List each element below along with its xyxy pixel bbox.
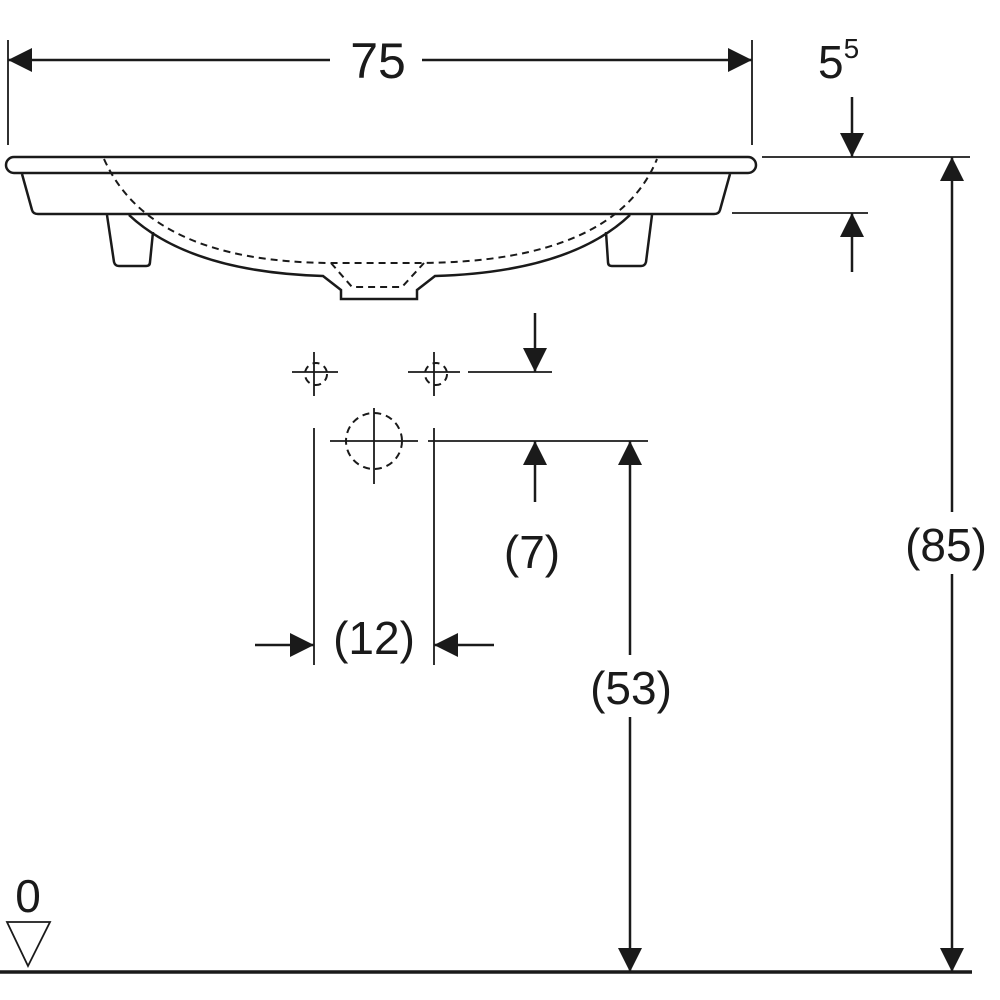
floor-reference: 0 xyxy=(0,870,972,974)
tap-hole-right xyxy=(408,352,460,396)
drain-height-label: (53) xyxy=(590,662,672,714)
tap-hole-left xyxy=(292,352,338,396)
total-height-dimension: (85) xyxy=(895,157,1000,972)
tap-hole-markers: (7) xyxy=(292,313,648,578)
floor-level-triangle-icon xyxy=(5,921,52,969)
tap-spacing-dimension: (12) xyxy=(255,428,494,665)
rim-label: 55 xyxy=(818,33,859,88)
drain-height-dimension: (53) xyxy=(578,441,684,972)
total-height-label: (85) xyxy=(905,519,987,571)
rim-thickness-dimension: 55 xyxy=(732,33,970,272)
drain-outlet-marker xyxy=(330,408,418,484)
width-dimension: 75 xyxy=(7,30,753,145)
tap-spacing-label: (12) xyxy=(333,612,415,664)
width-label: 75 xyxy=(350,33,406,89)
washbasin-side-view xyxy=(4,155,758,301)
floor-label: 0 xyxy=(15,870,41,922)
tap-offset-label: (7) xyxy=(504,526,560,578)
